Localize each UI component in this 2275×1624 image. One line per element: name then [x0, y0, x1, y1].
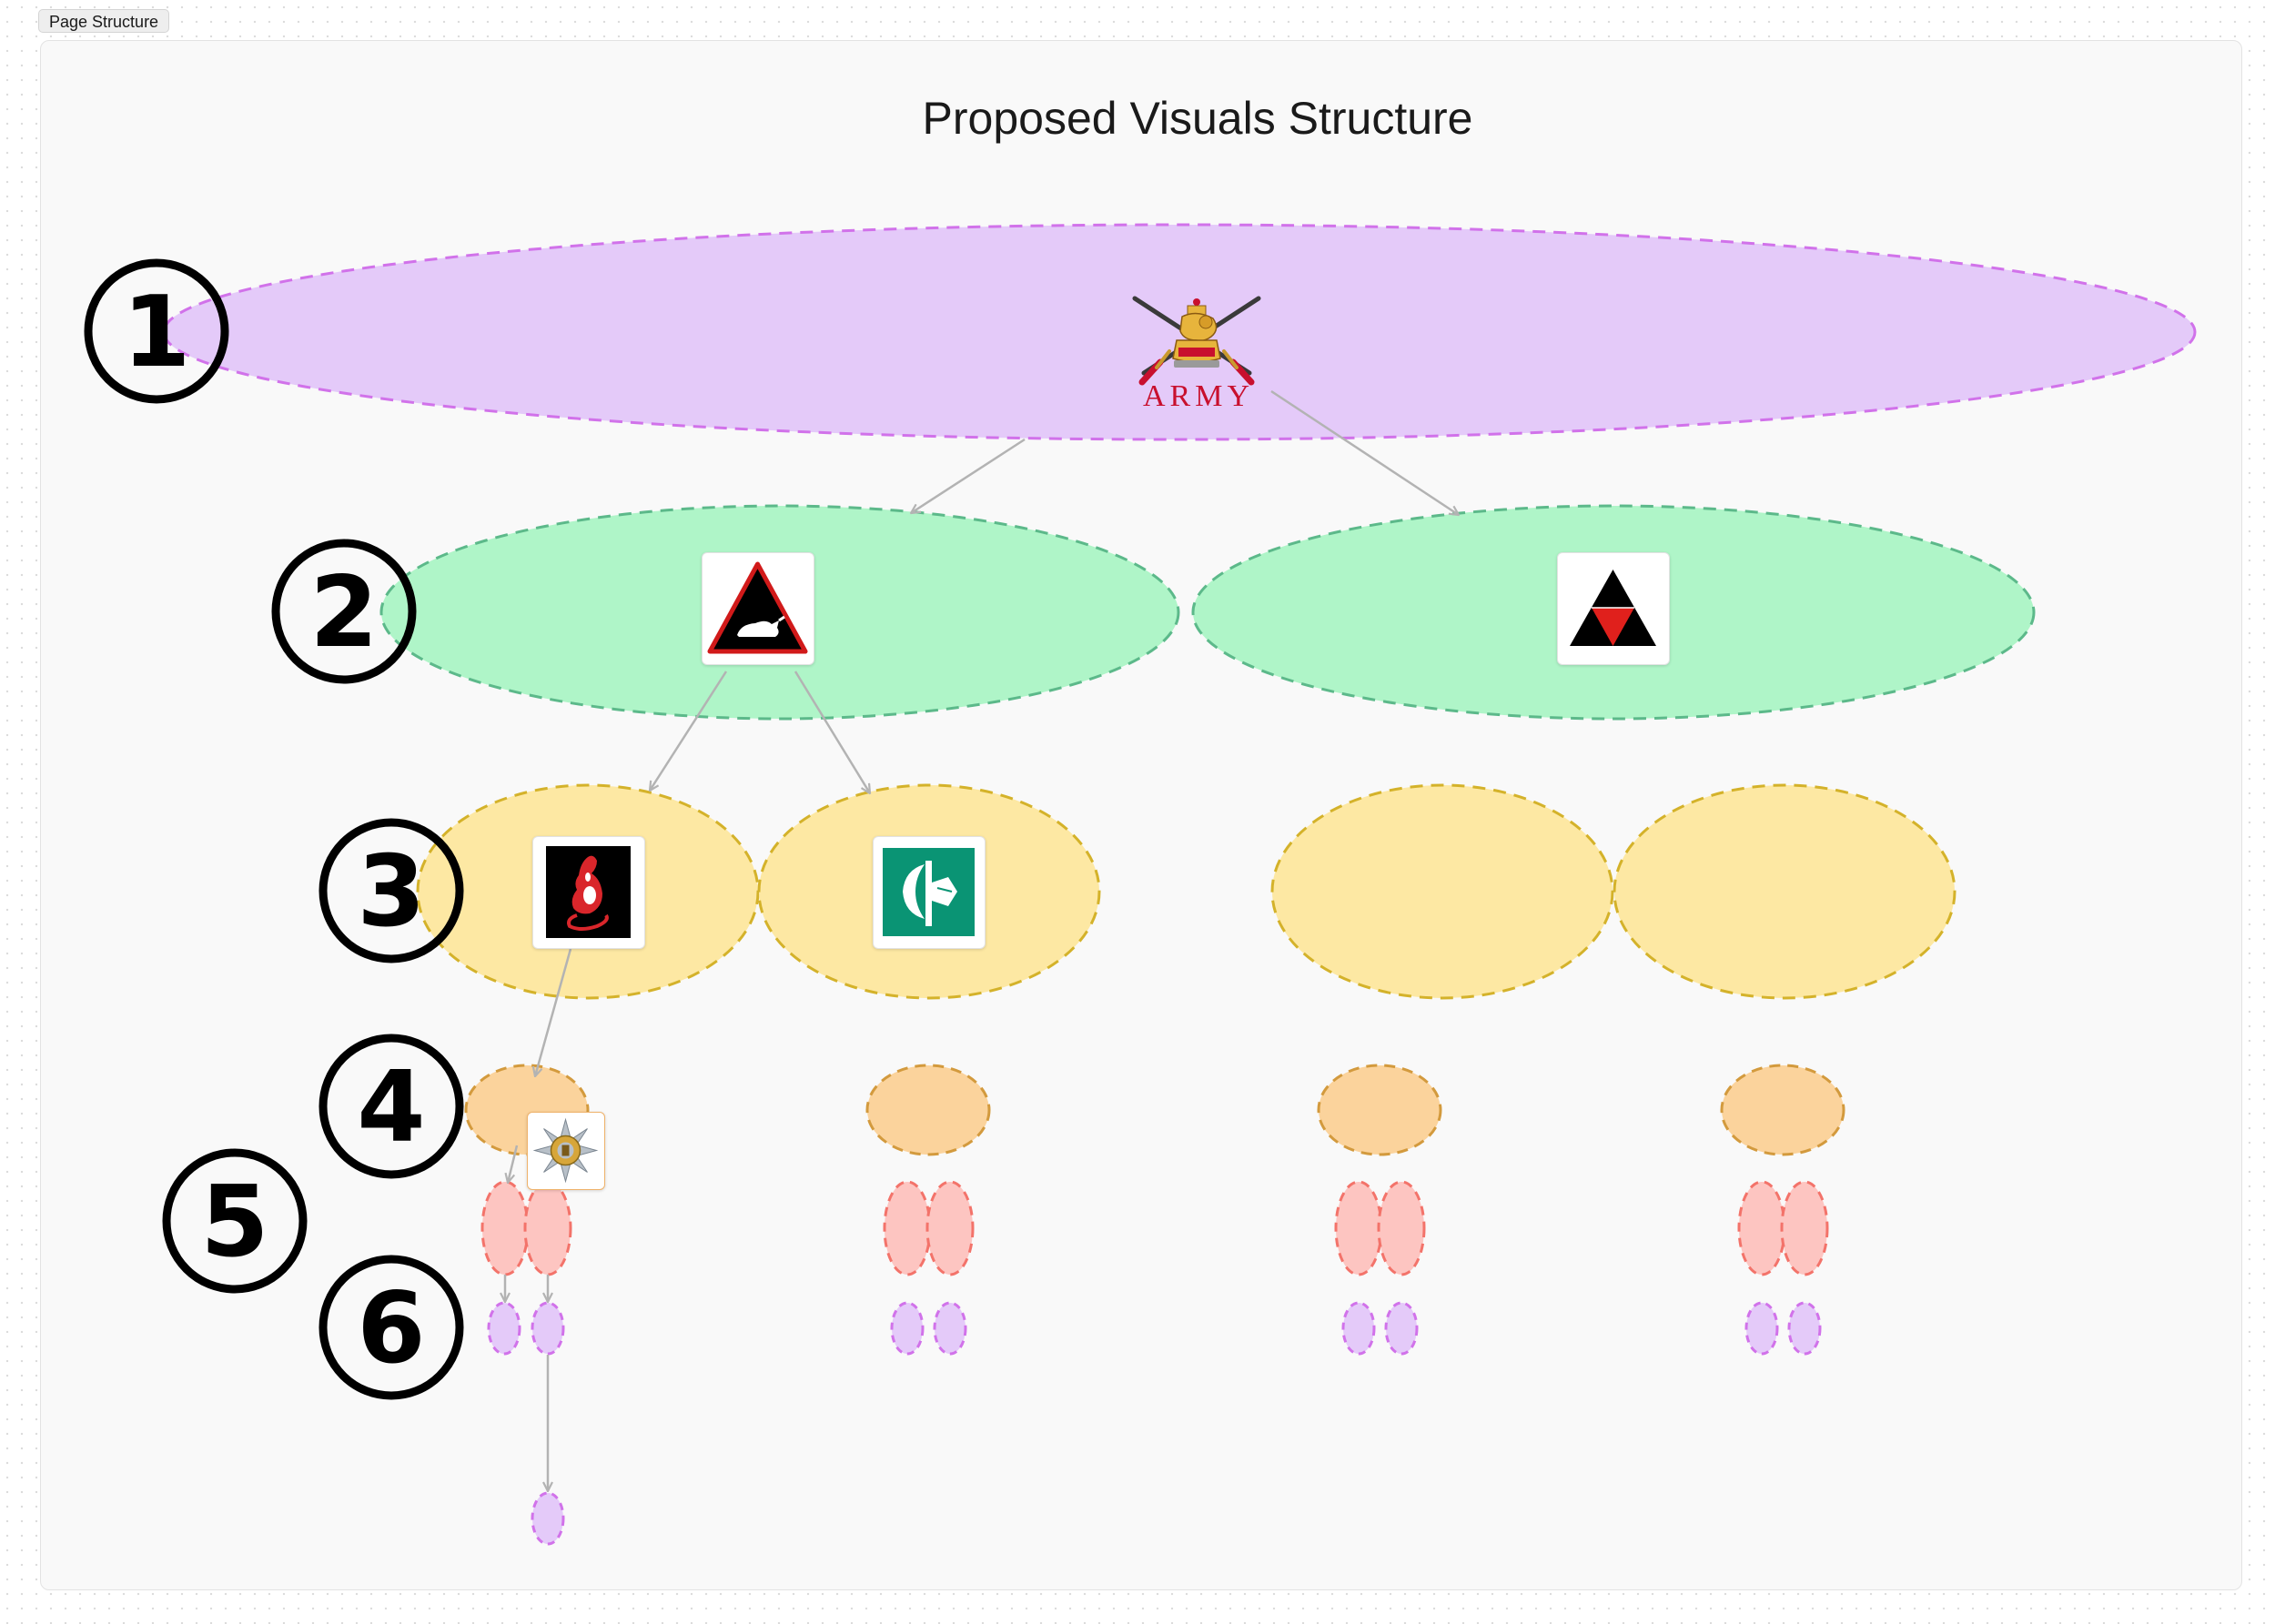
- regimental-star-badge-icon: [532, 1117, 599, 1184]
- jerboa-card[interactable]: [532, 836, 645, 949]
- jerboa-icon: [546, 846, 631, 938]
- level-5-node[interactable]: [925, 1180, 975, 1276]
- connector-arrow: [794, 671, 870, 793]
- level-5-group-2: [883, 1180, 975, 1276]
- triforce-triangle-card[interactable]: [1557, 552, 1670, 665]
- level-4-node-3[interactable]: [1317, 1064, 1442, 1156]
- triforce-triangle-icon: [1570, 570, 1656, 646]
- level-6-node[interactable]: [1384, 1301, 1419, 1356]
- army-label: ARMY: [1142, 379, 1255, 413]
- connector-arrow: [911, 438, 1026, 513]
- level-5-node[interactable]: [523, 1180, 572, 1276]
- level-6-group-4: [1744, 1301, 1822, 1356]
- level-5-node[interactable]: [883, 1180, 932, 1276]
- level-5-group-1: [480, 1180, 572, 1276]
- connector-arrow: [1270, 389, 1459, 515]
- level-5-node[interactable]: [1334, 1180, 1383, 1276]
- axe-emblem-card[interactable]: [873, 836, 986, 949]
- page-title: Proposed Visuals Structure: [922, 93, 1473, 144]
- level-6-group-2: [890, 1301, 967, 1356]
- level-5-group-4: [1737, 1180, 1829, 1276]
- level-6-node[interactable]: [933, 1301, 967, 1356]
- level-6-node[interactable]: [890, 1301, 925, 1356]
- rhino-triangle-icon: [707, 561, 808, 654]
- level-1-army-node[interactable]: [162, 223, 2197, 441]
- british-army-crest-icon: [1087, 246, 1306, 391]
- level-6-node[interactable]: [487, 1301, 521, 1356]
- level-6-group-1: [487, 1301, 565, 1356]
- level-5-group-3: [1334, 1180, 1426, 1276]
- level-3-node-4[interactable]: [1613, 783, 1956, 1000]
- rhino-triangle-card[interactable]: [702, 552, 814, 665]
- level-6-node[interactable]: [1744, 1301, 1779, 1356]
- level-5-node[interactable]: [480, 1180, 530, 1276]
- level-3-node-3[interactable]: [1270, 783, 1614, 1000]
- level-4-node-2[interactable]: [865, 1064, 991, 1156]
- level-6-group-3: [1341, 1301, 1419, 1356]
- level-6-node[interactable]: [531, 1301, 565, 1356]
- level-4-node-4[interactable]: [1720, 1064, 1845, 1156]
- level-5-node[interactable]: [1780, 1180, 1829, 1276]
- connector-arrow: [535, 948, 572, 1076]
- level-6-node[interactable]: [1787, 1301, 1822, 1356]
- connector-arrow: [508, 1145, 519, 1183]
- page-structure-tab[interactable]: Page Structure: [38, 9, 170, 33]
- level-5-node[interactable]: [1377, 1180, 1426, 1276]
- connector-arrow: [650, 671, 728, 791]
- axe-emblem-icon: [883, 848, 975, 936]
- level-5-node[interactable]: [1737, 1180, 1786, 1276]
- connectors: [505, 389, 1459, 1491]
- level-6-node[interactable]: [1341, 1301, 1376, 1356]
- diagram-frame: ARMY: [40, 40, 2242, 1590]
- regimental-badge-card[interactable]: [527, 1112, 605, 1190]
- level-6-child-node[interactable]: [531, 1491, 565, 1546]
